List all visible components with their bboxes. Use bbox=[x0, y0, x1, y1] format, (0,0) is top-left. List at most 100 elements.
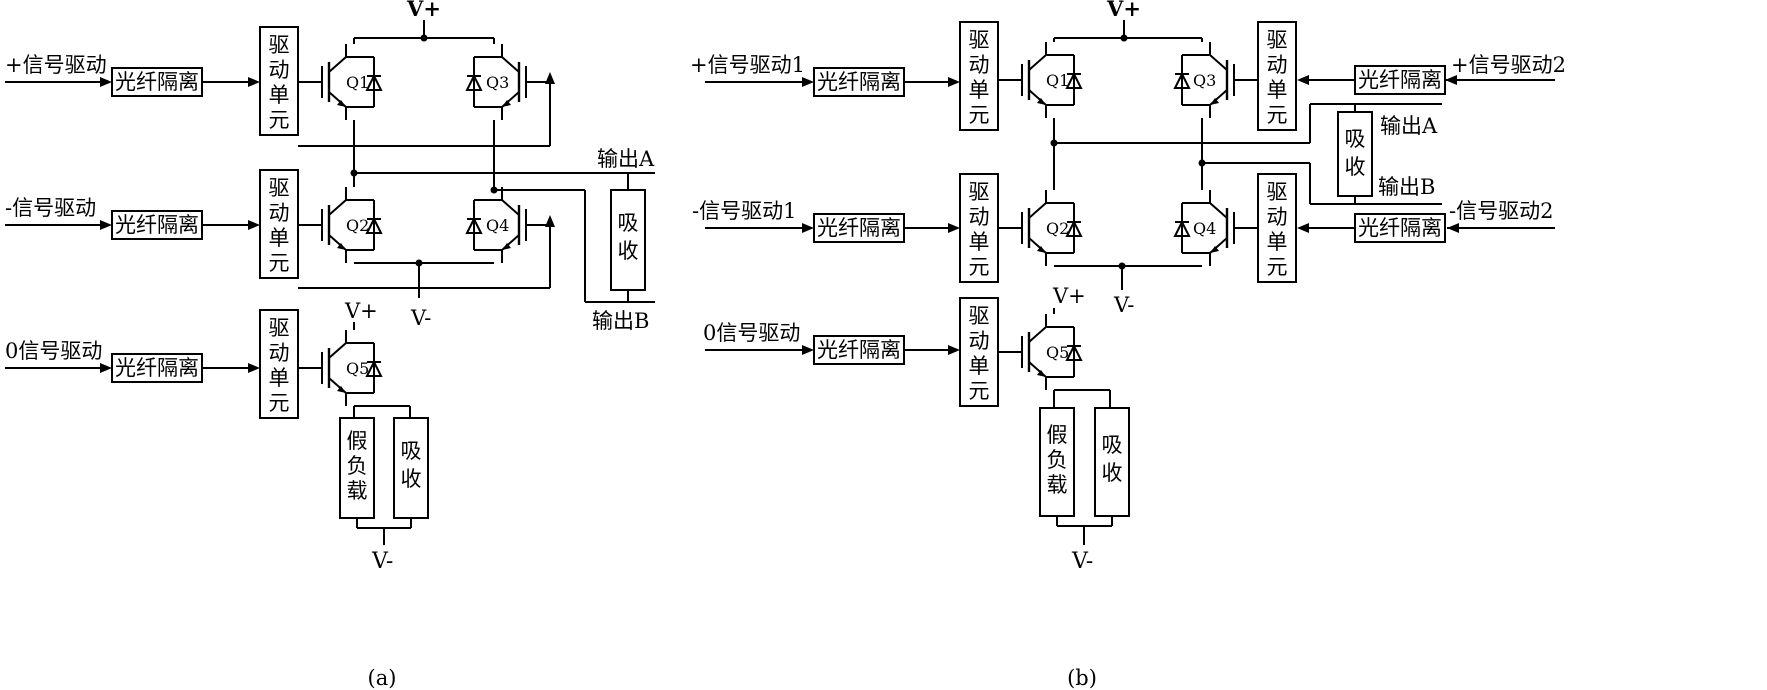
signal-zero-label: 0信号驱动 bbox=[5, 339, 102, 363]
drive-unit: 驱 动 单 元 bbox=[959, 173, 999, 283]
svg-text:动: 动 bbox=[969, 205, 990, 229]
fiber-isolation-label: 光纤隔离 bbox=[1358, 68, 1442, 92]
svg-text:单: 单 bbox=[269, 83, 290, 107]
svg-text:单: 单 bbox=[1267, 230, 1288, 254]
drive-unit: 驱 动 单 元 bbox=[1257, 173, 1297, 283]
fiber-isolation-label: 光纤隔离 bbox=[817, 70, 901, 94]
svg-text:单: 单 bbox=[969, 230, 990, 254]
vplus-q5-label: V+ bbox=[1052, 284, 1086, 308]
vminus-bottom-label: V- bbox=[371, 549, 393, 574]
absorber-box bbox=[393, 417, 429, 519]
fiber-isolation-label: 光纤隔离 bbox=[1358, 216, 1442, 240]
q3-label: Q3 bbox=[486, 73, 509, 92]
vplus-q5-label: V+ bbox=[344, 299, 378, 323]
fiber-isolation-box bbox=[111, 210, 203, 240]
signal-neg1-label: -信号驱动1 bbox=[692, 199, 796, 223]
caption-a: (a) bbox=[368, 666, 397, 690]
diagram-b: +信号驱动1 光纤隔离 -信号驱动1 光纤隔离 0信号驱动 光纤隔离 +信号驱动… bbox=[690, 0, 1566, 690]
svg-text:驱: 驱 bbox=[969, 180, 990, 204]
svg-text:元: 元 bbox=[1267, 103, 1288, 127]
fiber-isolation-label: 光纤隔离 bbox=[817, 338, 901, 362]
q1-label: Q1 bbox=[1046, 71, 1069, 90]
svg-text:动: 动 bbox=[1267, 53, 1288, 77]
drive-unit: 驱 动 单 元 bbox=[1257, 21, 1297, 131]
svg-text:驱: 驱 bbox=[269, 33, 290, 57]
svg-text:动: 动 bbox=[1267, 205, 1288, 229]
output-a-label: 输出A bbox=[597, 147, 655, 171]
dummy-load-label: 假 bbox=[1047, 423, 1068, 447]
svg-text:收: 收 bbox=[618, 239, 639, 263]
absorber-label: 吸 bbox=[618, 211, 639, 235]
svg-text:驱: 驱 bbox=[969, 304, 990, 328]
svg-text:驱: 驱 bbox=[969, 28, 990, 52]
q1-label: Q1 bbox=[346, 73, 369, 92]
svg-text:元: 元 bbox=[1267, 255, 1288, 279]
svg-text:动: 动 bbox=[269, 58, 290, 82]
absorber-label: 吸 bbox=[401, 439, 422, 463]
output-b-label: 输出B bbox=[592, 309, 649, 333]
q2-label: Q2 bbox=[346, 216, 369, 235]
absorber-box bbox=[1094, 407, 1130, 517]
drive-unit: 驱 动 单 元 bbox=[959, 297, 999, 407]
dummy-load-box bbox=[1039, 407, 1075, 517]
drive-unit: 驱 动 单 元 bbox=[259, 309, 299, 419]
signal-neg-label: -信号驱动 bbox=[5, 196, 96, 220]
q3-label: Q3 bbox=[1193, 71, 1216, 90]
fiber-isolation-label: 光纤隔离 bbox=[115, 70, 199, 94]
fiber-isolation-box bbox=[813, 67, 905, 97]
absorber-box bbox=[610, 189, 646, 291]
svg-text:载: 载 bbox=[1047, 473, 1068, 497]
svg-text:元: 元 bbox=[969, 255, 990, 279]
svg-text:元: 元 bbox=[269, 391, 290, 415]
fiber-isolation-label: 光纤隔离 bbox=[817, 216, 901, 240]
svg-text:动: 动 bbox=[269, 341, 290, 365]
absorber-label: 吸 bbox=[1345, 127, 1366, 151]
svg-text:驱: 驱 bbox=[1267, 28, 1288, 52]
output-a-label: 输出A bbox=[1380, 114, 1438, 138]
svg-text:元: 元 bbox=[269, 108, 290, 132]
svg-text:单: 单 bbox=[969, 354, 990, 378]
svg-text:收: 收 bbox=[1102, 461, 1123, 485]
svg-text:驱: 驱 bbox=[1267, 180, 1288, 204]
vplus-label: V+ bbox=[406, 0, 441, 21]
svg-text:收: 收 bbox=[1345, 155, 1366, 179]
signal-pos-label: +信号驱动 bbox=[5, 53, 107, 77]
drive-unit: 驱 动 单 元 bbox=[259, 169, 299, 279]
svg-text:动: 动 bbox=[969, 329, 990, 353]
caption-b: (b) bbox=[1067, 666, 1097, 690]
svg-text:元: 元 bbox=[269, 251, 290, 275]
vminus-bottom-label: V- bbox=[1071, 549, 1093, 574]
output-b-label: 输出B bbox=[1378, 175, 1435, 199]
q4-label: Q4 bbox=[1193, 219, 1216, 238]
svg-text:收: 收 bbox=[401, 467, 422, 491]
q5-label: Q5 bbox=[1046, 343, 1069, 362]
svg-text:单: 单 bbox=[969, 78, 990, 102]
signal-neg2-label: -信号驱动2 bbox=[1449, 199, 1553, 223]
fiber-isolation-box bbox=[1354, 213, 1446, 243]
fiber-isolation-box bbox=[111, 353, 203, 383]
svg-text:元: 元 bbox=[969, 103, 990, 127]
vplus-label: V+ bbox=[1106, 0, 1141, 21]
signal-pos2-label: +信号驱动2 bbox=[1451, 53, 1566, 77]
signal-pos1-label: +信号驱动1 bbox=[690, 53, 805, 77]
svg-text:负: 负 bbox=[347, 454, 368, 478]
svg-text:负: 负 bbox=[1047, 448, 1068, 472]
drive-unit: 驱 动 单 元 bbox=[259, 26, 299, 136]
q2-label: Q2 bbox=[1046, 219, 1069, 238]
svg-text:驱: 驱 bbox=[269, 316, 290, 340]
svg-text:元: 元 bbox=[969, 379, 990, 403]
absorber-label: 吸 bbox=[1102, 433, 1123, 457]
svg-text:载: 载 bbox=[347, 479, 368, 503]
diagram-a: +信号驱动 光纤隔离 -信号驱动 光纤隔离 0信号驱动 光纤隔离 驱 动 单 元 bbox=[5, 0, 655, 690]
svg-text:动: 动 bbox=[969, 53, 990, 77]
dummy-load-label: 假 bbox=[347, 429, 368, 453]
fiber-isolation-label: 光纤隔离 bbox=[115, 213, 199, 237]
q5-label: Q5 bbox=[346, 359, 369, 378]
dummy-load-box bbox=[339, 417, 375, 519]
vminus-label: V- bbox=[1113, 293, 1134, 317]
svg-text:单: 单 bbox=[269, 366, 290, 390]
svg-text:驱: 驱 bbox=[269, 176, 290, 200]
svg-text:动: 动 bbox=[269, 201, 290, 225]
fiber-isolation-label: 光纤隔离 bbox=[115, 356, 199, 380]
